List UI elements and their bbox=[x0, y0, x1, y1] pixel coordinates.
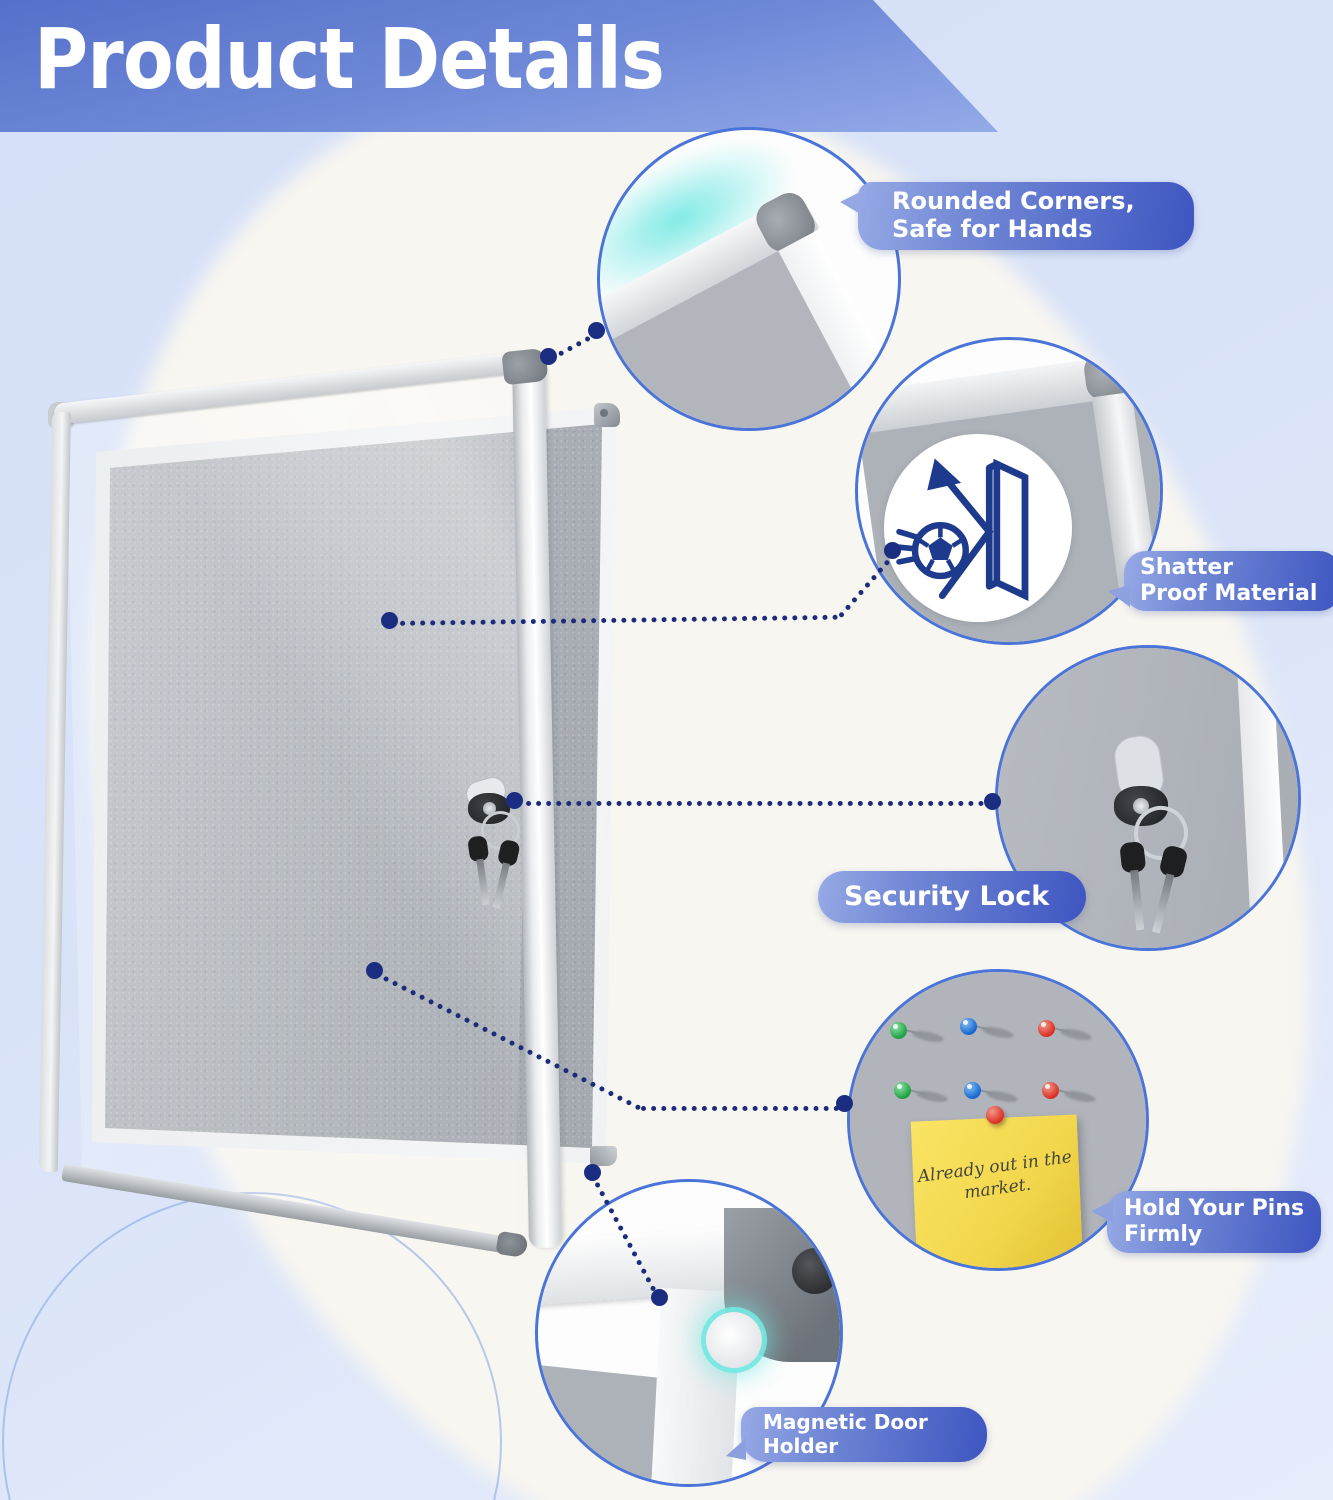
push-pin-icon bbox=[986, 1106, 1004, 1124]
lock-icon bbox=[468, 793, 510, 824]
push-pin-icon bbox=[1042, 1082, 1100, 1110]
bumper-dot bbox=[792, 1248, 838, 1294]
feature-label-magnetic-door-holder: Magnetic Door Holder bbox=[726, 1407, 987, 1462]
shatter-proof-icon-badge bbox=[884, 434, 1072, 622]
callout-circle-pins: Already out in the market. bbox=[847, 969, 1149, 1271]
feature-label-rounded-corners: Rounded Corners, Safe for Hands bbox=[840, 182, 1194, 250]
magnet-dot-icon bbox=[706, 1312, 762, 1368]
door-frame-left-stile bbox=[38, 411, 71, 1173]
push-pin-icon bbox=[964, 1082, 1022, 1110]
label-tail bbox=[840, 191, 862, 215]
label-tail bbox=[1108, 585, 1130, 607]
feature-label-line: Proof Material bbox=[1140, 581, 1318, 606]
feature-label-line: Firmly bbox=[1124, 1222, 1203, 1247]
label-tail bbox=[726, 1438, 746, 1460]
connector-dot bbox=[588, 322, 605, 339]
feature-label-line: Security Lock bbox=[844, 881, 1050, 913]
glass-pane-icon bbox=[993, 458, 1029, 601]
connector-line bbox=[516, 801, 994, 806]
connector-dot bbox=[540, 348, 557, 365]
connector-dot bbox=[984, 793, 1001, 810]
cabinet-corner-cap-bottom-right bbox=[590, 1146, 617, 1166]
header-band bbox=[0, 0, 998, 132]
page-title: Product Details bbox=[34, 10, 665, 108]
connector-dot bbox=[651, 1289, 668, 1306]
feature-label-line: Rounded Corners, bbox=[892, 187, 1135, 216]
connector-line bbox=[641, 1106, 839, 1111]
sticky-note: Already out in the market. bbox=[910, 1114, 1084, 1268]
connector-dot bbox=[584, 1164, 601, 1181]
push-pin-icon bbox=[960, 1018, 1018, 1046]
connector-dot bbox=[366, 962, 383, 979]
connector-dot bbox=[506, 792, 523, 809]
feature-label-line: Magnetic Door Holder bbox=[763, 1410, 928, 1458]
connector-dot bbox=[381, 612, 398, 629]
push-pin-icon bbox=[890, 1022, 948, 1050]
label-tail bbox=[1091, 1201, 1113, 1223]
feature-label-line: Shatter bbox=[1140, 555, 1234, 581]
feature-label-shatter-proof: Shatter Proof Material bbox=[1108, 551, 1333, 611]
feature-label-line: Safe for Hands bbox=[892, 215, 1093, 243]
connector-dot bbox=[836, 1095, 853, 1112]
feature-label-line: Hold Your Pins bbox=[1124, 1196, 1305, 1222]
bounce-arrow-icon bbox=[938, 475, 994, 600]
corner-photo bbox=[600, 130, 898, 428]
sticky-note-text: Already out in the market. bbox=[911, 1145, 1081, 1210]
feature-label-pin-holding: Hold Your Pins Firmly bbox=[1091, 1191, 1321, 1253]
soccer-ball-icon bbox=[892, 458, 1029, 601]
callout-circle-magnetic-holder bbox=[535, 1179, 843, 1487]
push-pin-icon bbox=[894, 1082, 952, 1110]
connector-dot bbox=[884, 542, 901, 559]
feature-label-security-lock: Security Lock bbox=[818, 871, 1086, 923]
arrow-head bbox=[927, 458, 962, 491]
callout-circle-rounded-corner bbox=[597, 127, 901, 431]
callout-circle-shatter-proof bbox=[855, 337, 1163, 645]
push-pin-icon bbox=[1038, 1020, 1096, 1048]
lock-and-keys-icon bbox=[1114, 786, 1168, 826]
